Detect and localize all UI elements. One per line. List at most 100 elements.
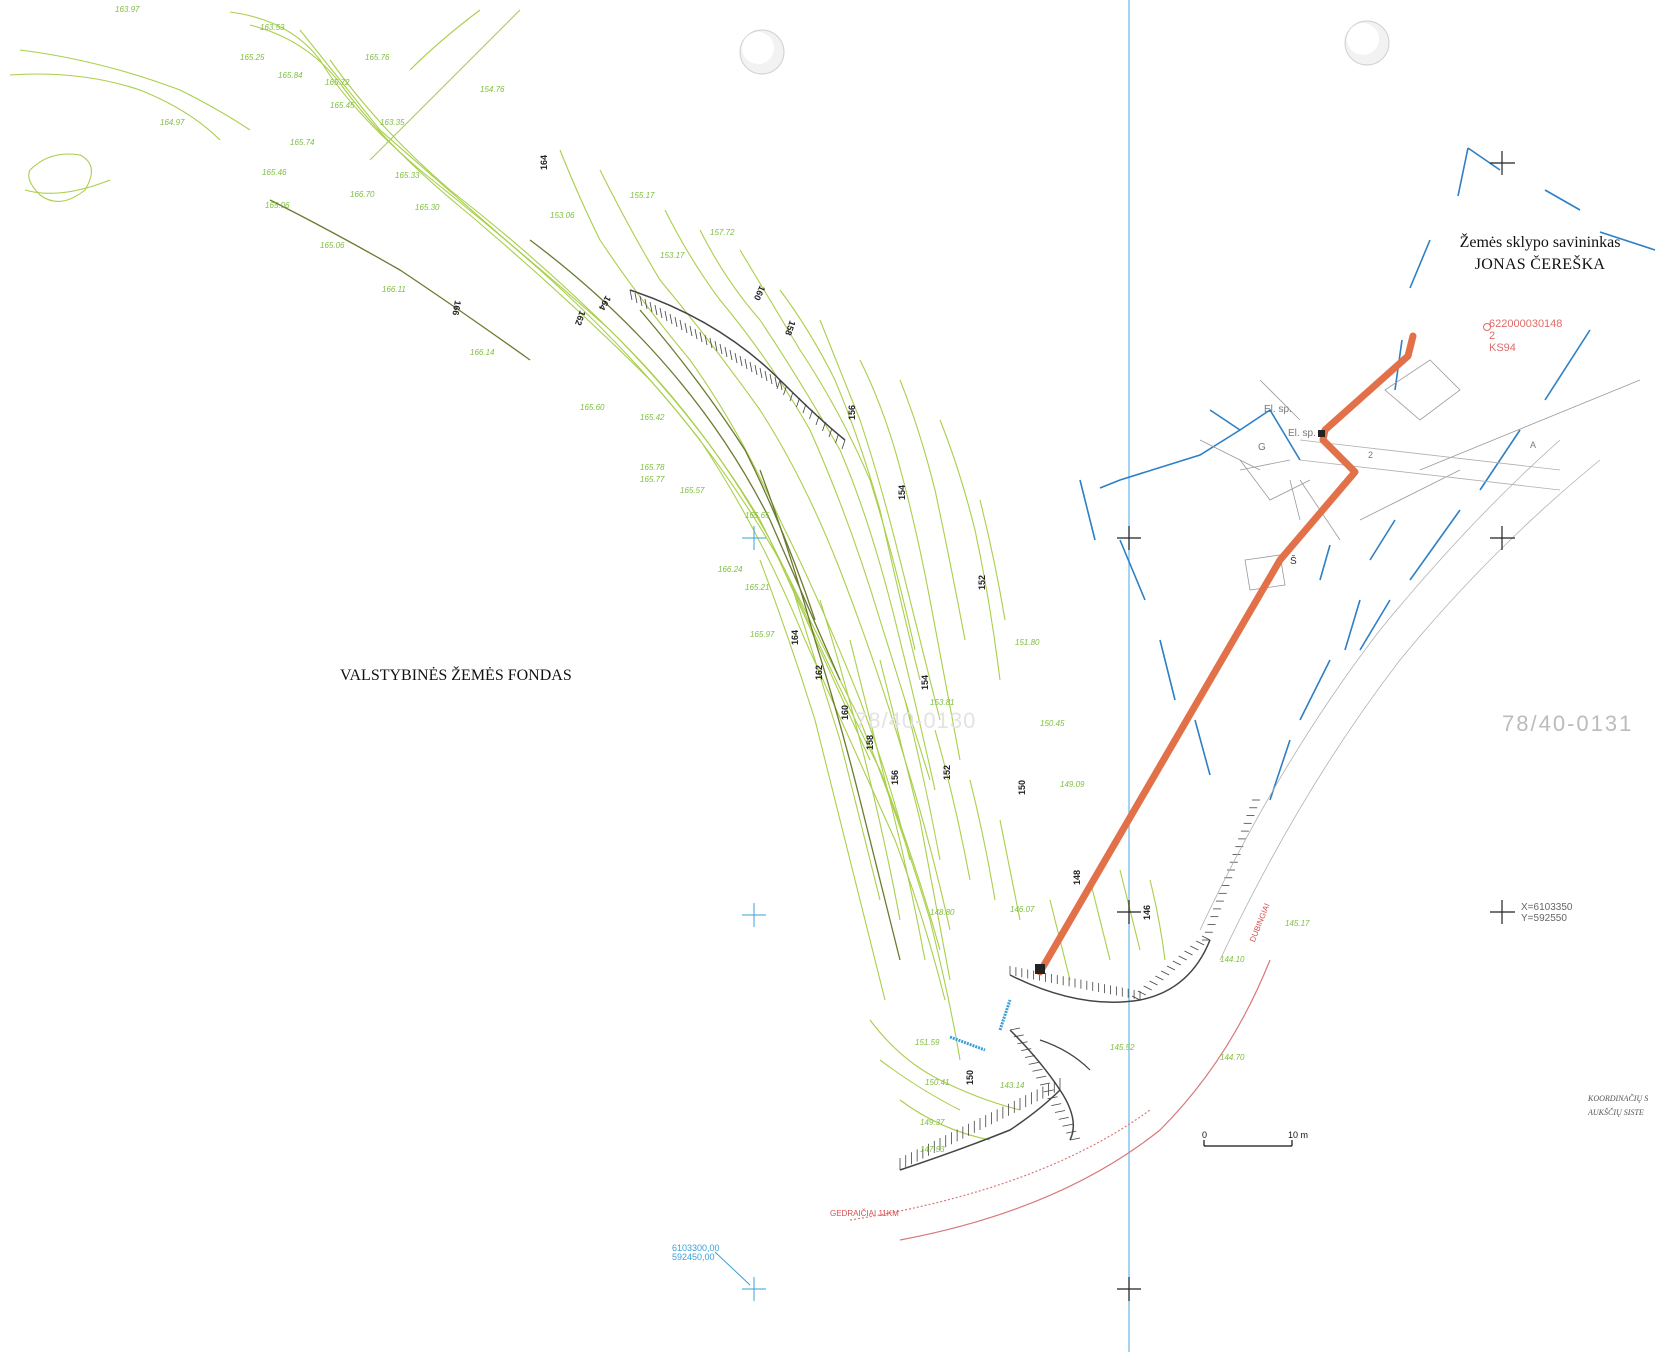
hatch-tick: [649, 301, 653, 313]
spot-height-label: 165.74: [290, 138, 315, 147]
spot-height-label: 157.72: [710, 228, 735, 237]
hatch-tick: [694, 328, 698, 340]
contour-label: 154: [897, 485, 907, 500]
contour-label: 160: [840, 705, 850, 720]
spot-height-label: 165.76: [365, 53, 390, 62]
hatch-tick: [634, 292, 638, 304]
grid-crosses-blue: [714, 526, 766, 1301]
hatch-tick: [749, 361, 753, 373]
spot-height-label: 166.70: [350, 190, 375, 199]
road-line: [849, 959, 1271, 1241]
hatch-tick: [734, 352, 738, 364]
hatch-tick: [802, 403, 807, 414]
route-end-marker: [1035, 964, 1045, 974]
spot-height-label: 150.45: [1040, 719, 1065, 728]
contour-label: 164: [790, 630, 800, 645]
hatch-tick: [644, 298, 648, 310]
spot-height-label: 164.97: [160, 118, 185, 127]
contour-label: 156: [890, 770, 900, 785]
grid-coordinate-label: X=6103350 Y=592550: [1521, 902, 1573, 924]
contour-lines: [9, 9, 1166, 1141]
hatch-tick: [779, 379, 783, 391]
spot-height-label: 163.53: [260, 23, 285, 32]
property-boundaries: [1079, 147, 1656, 801]
contour-label: 152: [942, 765, 952, 780]
spot-height-label: 165.45: [330, 101, 355, 110]
spot-height-label: 153.81: [930, 698, 954, 707]
spot-height-label: 165.65: [745, 511, 770, 520]
spot-height-label: 149.37: [920, 1118, 945, 1127]
owner-title: Žemės sklypo savininkas: [1459, 234, 1621, 251]
hatch-tick: [719, 343, 723, 355]
hatch-tick: [1047, 1096, 1058, 1100]
contour-label: 164: [539, 155, 549, 170]
hatch-tick: [1143, 985, 1152, 991]
scale-zero-label: 0: [1202, 1130, 1208, 1140]
spot-height-label: 165.78: [640, 463, 665, 472]
hatch-tick: [815, 415, 820, 426]
punch-hole-left: [739, 29, 785, 75]
contour-label: 166: [450, 300, 462, 317]
spot-height-label: 151.59: [915, 1038, 940, 1047]
hatch-tick: [1054, 1110, 1066, 1113]
g-mark-label: G: [1258, 442, 1266, 453]
hatch-tick: [835, 433, 839, 444]
spot-height-label: 145.17: [1285, 919, 1310, 928]
contour-label: 162: [573, 309, 588, 327]
hatch-tick: [1066, 1130, 1077, 1134]
drainage-marks: [949, 999, 1012, 1052]
hatch-tick: [789, 391, 794, 402]
spot-height-label: 146.07: [1010, 905, 1035, 914]
hatch-tick: [654, 304, 658, 316]
hatch-tick: [1149, 980, 1158, 986]
contour-label: 150: [1017, 780, 1027, 795]
spot-height-label: 165.06: [320, 241, 345, 250]
spot-height-label: 165.30: [415, 203, 440, 212]
spot-height-label: 166.11: [382, 285, 406, 294]
hatch-tick: [828, 427, 833, 438]
hatch-tick: [744, 358, 748, 370]
spot-height-label: 155.17: [630, 191, 655, 200]
hatch-tick: [759, 367, 763, 379]
contour-label: 160: [752, 284, 767, 302]
owner-name: JONAS ČEREŠKA: [1474, 256, 1606, 273]
parcel-number-left: 78/40-0130: [855, 708, 977, 733]
spot-height-label: 147.53: [920, 1145, 945, 1154]
contour-label: 154: [920, 675, 930, 690]
road-label-gedraiciai: GEDRAIČIAI 11KM: [830, 1209, 899, 1218]
red-marker-label: 622000030148 2 KS94: [1489, 318, 1563, 354]
a-mark-label: A: [1530, 440, 1537, 450]
contour-label: 158: [783, 319, 798, 337]
spot-height-label: 165.97: [750, 630, 775, 639]
index-contours: [269, 199, 901, 961]
hatch-tick: [769, 373, 773, 385]
hatch-tick: [674, 316, 678, 328]
hatch-tick: [1036, 1075, 1047, 1079]
hatch-tick: [724, 346, 728, 358]
hatch-tick: [729, 349, 733, 361]
hatch-tick: [841, 439, 846, 450]
spot-height-label: 153.17: [660, 251, 685, 260]
spot-height-label: 144.70: [1220, 1053, 1245, 1062]
contour-label-layer: 1641661621601581561541521641621601581561…: [450, 155, 1152, 1085]
spot-height-label: 151.80: [1015, 638, 1040, 647]
contour-label: 152: [977, 575, 987, 590]
hatch-tick: [764, 370, 768, 382]
hatch-tick: [1178, 955, 1187, 961]
hatch-tick: [1166, 965, 1176, 971]
hatch-tick: [1051, 1103, 1062, 1107]
spot-height-label: 165.42: [640, 413, 665, 422]
hatch-tick: [776, 379, 781, 390]
route-pole-marker: [1318, 430, 1325, 437]
spot-height-label: 149.09: [1060, 780, 1085, 789]
hatch-tick: [1069, 1137, 1081, 1141]
hatch-tick: [664, 310, 668, 322]
hatch-tick: [1039, 1082, 1051, 1086]
hatch-tick: [1024, 1055, 1036, 1058]
hatch-ticks: [629, 289, 1260, 1170]
hatch-tick: [699, 331, 703, 343]
hatch-tick: [629, 289, 633, 301]
contour-label: 162: [814, 665, 824, 680]
spot-height-label: 165.77: [640, 475, 665, 484]
spot-height-label: 165.21: [745, 583, 769, 592]
